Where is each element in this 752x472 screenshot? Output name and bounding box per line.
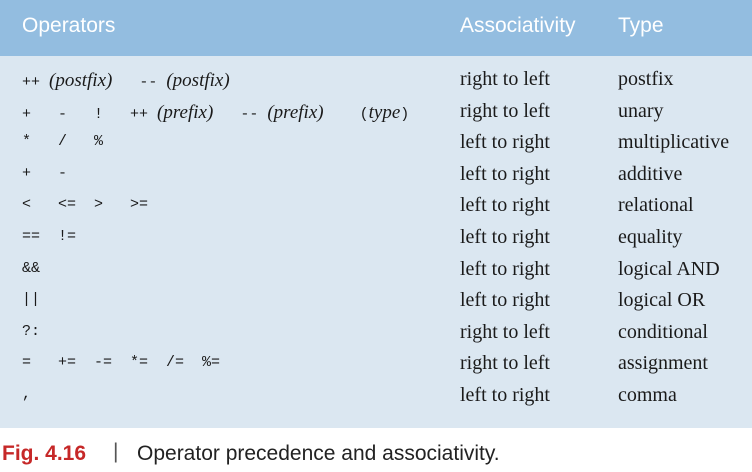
operator-annotation: type: [368, 101, 401, 123]
associativity-cell: left to right: [460, 194, 550, 217]
operators-cell: &&: [22, 260, 40, 277]
table-row: ?: right to left conditional: [0, 319, 752, 351]
associativity-cell: left to right: [460, 162, 550, 185]
operator-symbols: ||: [22, 291, 41, 309]
operator-symbols: ?:: [22, 322, 41, 340]
operator-symbols: ,: [22, 385, 32, 403]
table-row: < <= > >= left to right relational: [0, 192, 752, 224]
operators-cell: + - ! ++ (prefix) -- (prefix) (type): [22, 102, 409, 124]
caption-separator: |: [113, 440, 119, 463]
associativity-cell: left to right: [460, 131, 550, 154]
table-body: ++ (postfix) -- (postfix) right to left po…: [0, 66, 752, 414]
operators-cell: ++ (postfix) -- (postfix): [22, 70, 230, 92]
associativity-cell: left to right: [460, 225, 550, 248]
table-row: ++ (postfix) -- (postfix) right to left po…: [0, 66, 752, 98]
table-row: , left to right comma: [0, 382, 752, 414]
header-associativity: Associativity: [460, 14, 576, 37]
operators-cell: == !=: [22, 228, 76, 245]
type-cell: equality: [618, 225, 683, 248]
operators-cell: + -: [22, 165, 67, 182]
table-row: + - left to right additive: [0, 161, 752, 193]
figure-caption: Fig. 4.16 | Operator precedence and asso…: [0, 436, 752, 472]
table-row: || left to right logical OR: [0, 287, 752, 319]
operator-symbols: (: [323, 105, 369, 123]
table-header: Operators Associativity Type: [0, 0, 752, 56]
associativity-cell: right to left: [460, 352, 550, 375]
table-row: + - ! ++ (prefix) -- (prefix) (type) righ…: [0, 98, 752, 130]
type-cell: multiplicative: [618, 131, 730, 154]
operator-annotation: (postfix): [166, 70, 230, 91]
operators-cell: * / %: [22, 133, 103, 150]
operator-symbols: &&: [22, 259, 41, 277]
type-cell: postfix: [618, 68, 674, 90]
associativity-cell: left to right: [460, 257, 550, 280]
type-cell: logical AND: [618, 257, 720, 280]
operators-cell: ?:: [22, 323, 40, 340]
type-cell: conditional: [618, 320, 708, 343]
header-operators: Operators: [22, 14, 116, 37]
type-cell: relational: [618, 194, 694, 217]
figure-number: Fig. 4.16: [2, 442, 87, 465]
operator-symbols: < <= > >=: [22, 196, 149, 214]
associativity-cell: right to left: [460, 320, 550, 343]
header-type: Type: [618, 14, 664, 37]
type-cell: unary: [618, 99, 664, 122]
operator-symbols: * / %: [22, 133, 104, 151]
table-row: = += -= *= /= %= right to left assignment: [0, 350, 752, 382]
operator-annotation: (prefix): [157, 101, 214, 123]
table-row: && left to right logical AND: [0, 256, 752, 288]
operators-cell: < <= > >=: [22, 196, 148, 213]
operator-symbols: == !=: [22, 227, 77, 245]
associativity-cell: left to right: [460, 289, 550, 312]
operator-symbols: ++: [22, 74, 50, 91]
type-cell: additive: [618, 162, 683, 185]
operator-symbols: --: [112, 74, 167, 91]
caption-text: Operator precedence and associativity.: [137, 442, 500, 465]
table-row: * / % left to right multiplicative: [0, 129, 752, 161]
associativity-cell: left to right: [460, 383, 550, 406]
associativity-cell: right to left: [460, 99, 550, 122]
operators-cell: = += -= *= /= %=: [22, 354, 220, 371]
type-cell: logical OR: [618, 289, 706, 312]
operator-symbols: + -: [22, 164, 68, 182]
associativity-cell: right to left: [460, 68, 550, 90]
table-row: == != left to right equality: [0, 224, 752, 256]
type-cell: assignment: [618, 352, 708, 375]
type-cell: comma: [618, 383, 677, 406]
operator-symbols: + - ! ++: [22, 105, 158, 123]
operator-annotation: (postfix): [49, 70, 113, 91]
precedence-table: Operators Associativity Type ++ (postfix…: [0, 0, 752, 428]
operator-symbols: ): [400, 105, 410, 123]
operators-cell: ,: [22, 386, 31, 403]
operators-cell: ||: [22, 291, 40, 308]
operator-symbols: = += -= *= /= %=: [22, 354, 221, 372]
operator-annotation: (prefix): [267, 101, 324, 123]
operator-symbols: --: [213, 105, 268, 123]
